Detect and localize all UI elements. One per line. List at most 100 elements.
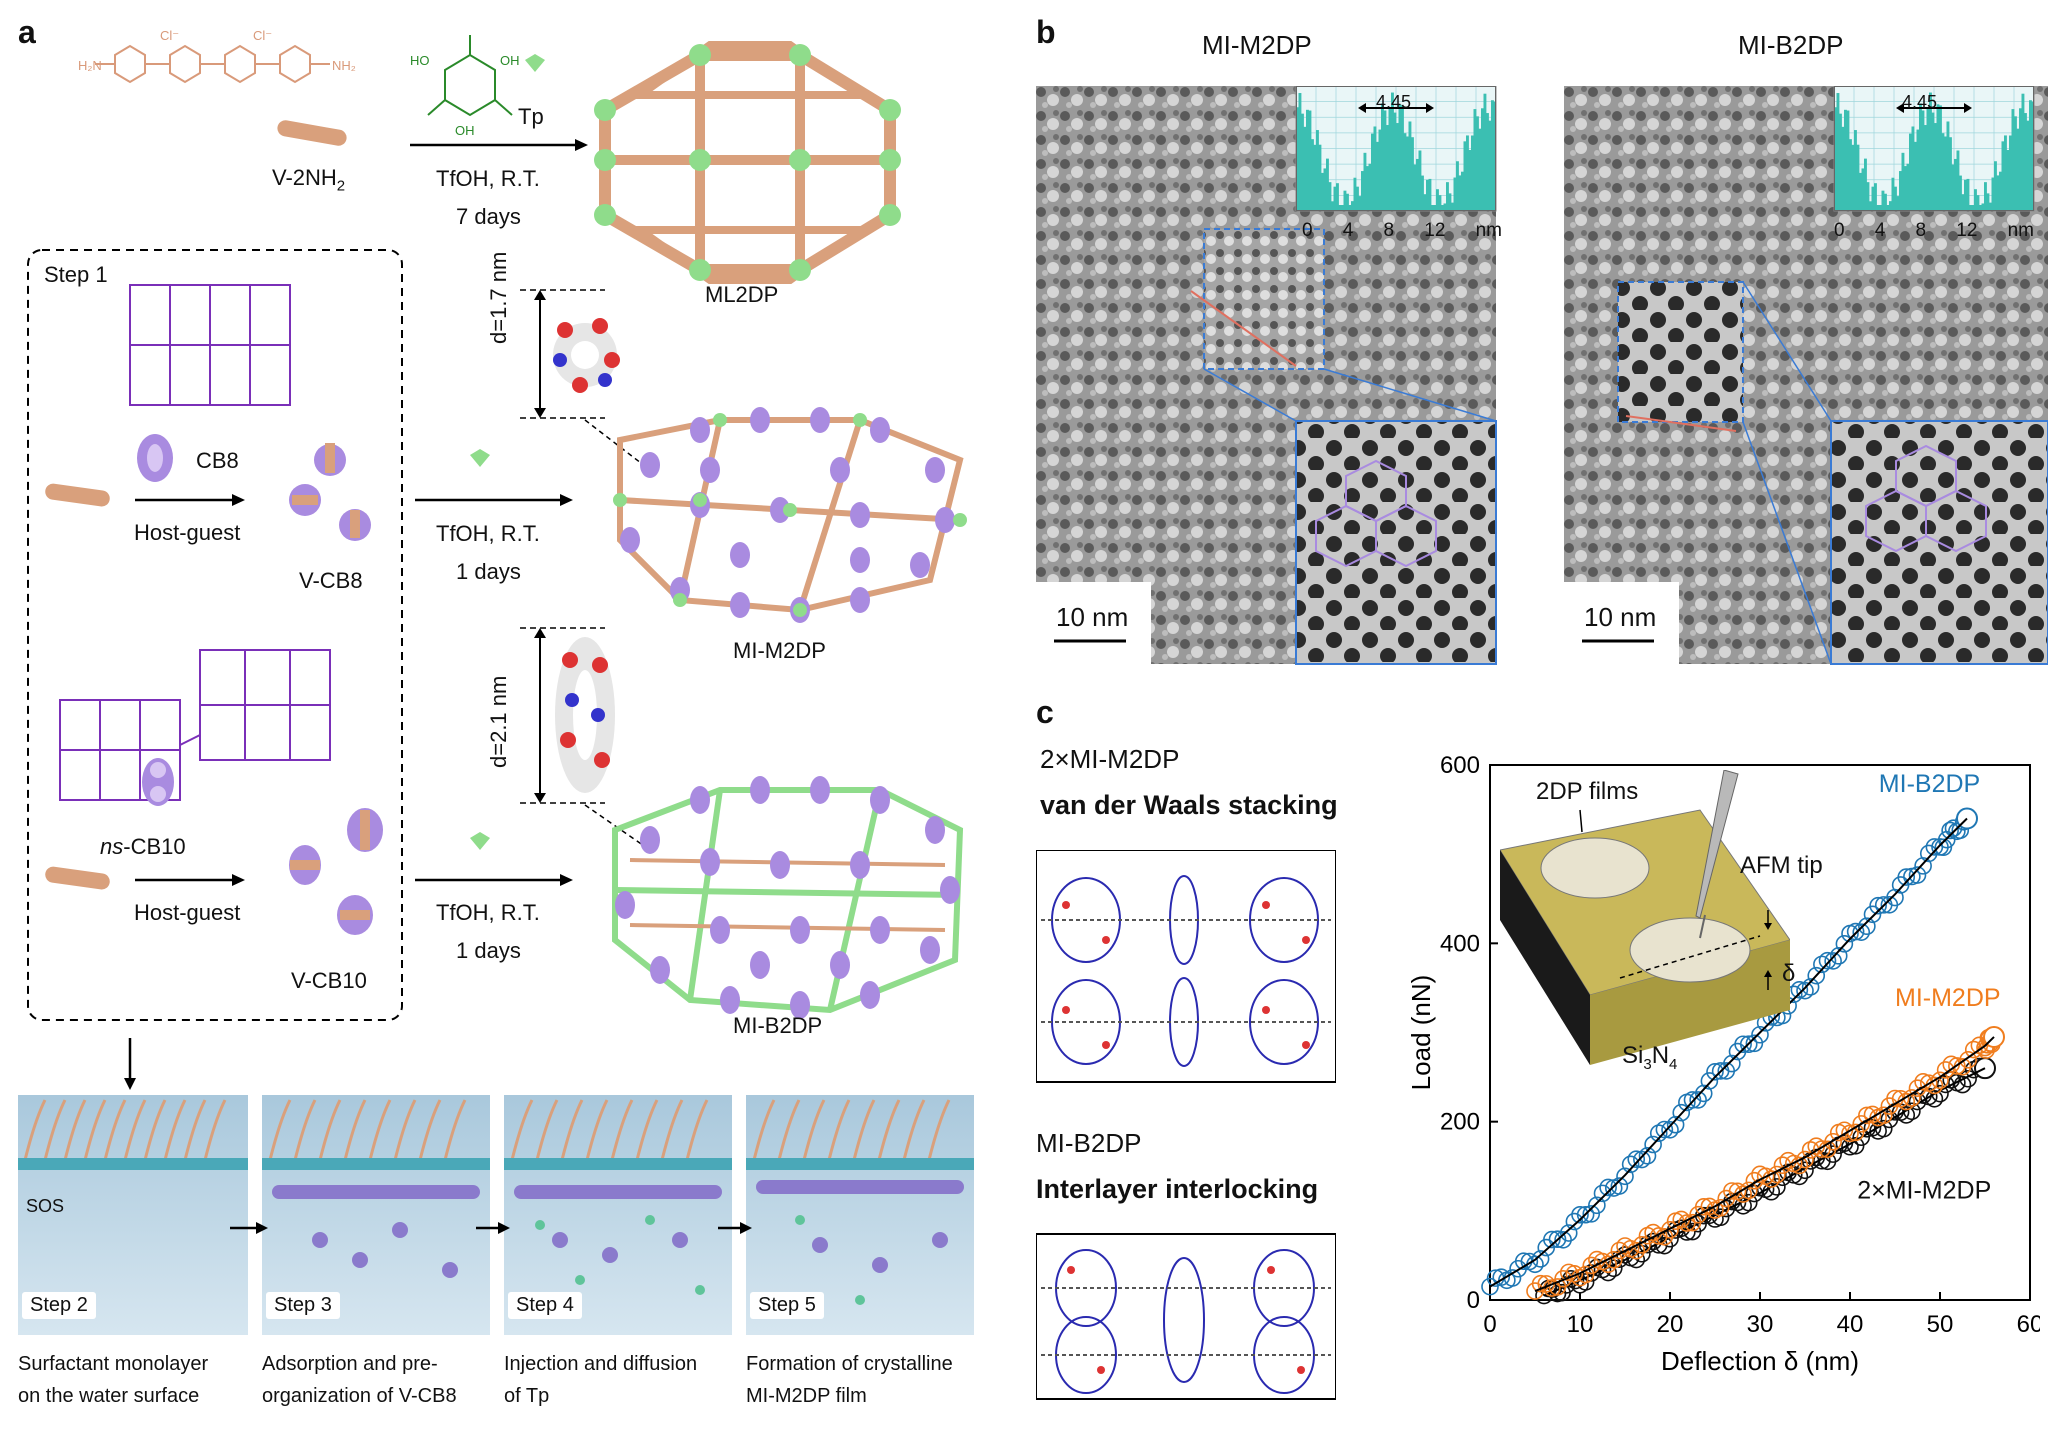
series-MI-M2DP	[1526, 1025, 2005, 1300]
profile-bar	[1331, 201, 1334, 211]
data-point	[1576, 1205, 1595, 1224]
profile-bar	[1371, 133, 1374, 211]
data-point	[1824, 1145, 1842, 1163]
step2-caption-line2: on the water surface	[18, 1385, 200, 1407]
profile-bar	[1999, 171, 2002, 211]
profile-bar	[1446, 182, 1449, 211]
profile-bar	[1971, 205, 1975, 211]
profile-bar	[1846, 110, 1850, 211]
profile-bar	[1996, 175, 2000, 211]
mi-b2dp-label: MI-B2DP	[733, 1013, 823, 1038]
y-tick-label: 200	[1440, 1109, 1480, 1136]
profile-tick: nm	[2007, 220, 2034, 241]
data-point	[1835, 935, 1854, 953]
cb8-spacefill	[553, 318, 620, 393]
x-tick-label: 40	[1837, 1311, 1864, 1338]
profile-bar	[1456, 161, 1459, 211]
profile-bar	[1383, 110, 1387, 211]
step1-label: Step 1	[44, 262, 108, 287]
data-point	[1481, 1277, 1499, 1296]
data-point	[1936, 1061, 1955, 1079]
panel-label-c: c	[1036, 694, 1054, 730]
profile-bar	[1386, 125, 1389, 211]
profile-bar	[1849, 139, 1852, 211]
data-point	[1908, 866, 1927, 884]
step3-caption-line2: organization of V-CB8	[262, 1385, 457, 1407]
data-point	[1644, 1135, 1662, 1154]
profile-bar	[1341, 205, 1344, 211]
fit-line	[1489, 817, 1968, 1288]
profile-bar	[1393, 112, 1397, 211]
data-point	[1897, 868, 1916, 886]
ns-cb10-label: ns-CB10	[100, 834, 186, 859]
v-cb10-label: V-CB10	[291, 968, 367, 993]
profile-bar	[1874, 183, 1877, 211]
profile-bar	[1388, 107, 1392, 211]
data-point	[1796, 981, 1814, 1000]
spacing-label-right: 4.45	[1902, 92, 1938, 112]
profile-bar	[1944, 136, 1947, 211]
profile-bar	[1426, 179, 1429, 211]
data-point	[1554, 1230, 1572, 1249]
profile-bar	[1841, 126, 1845, 211]
profile-bar	[1956, 150, 1960, 211]
profile-bar	[1951, 164, 1955, 211]
data-point	[1588, 1196, 1606, 1215]
profile-bar	[2031, 101, 2034, 211]
y-axis-label: Load (nN)	[1406, 975, 1436, 1091]
data-point	[1852, 1115, 1871, 1133]
days-label-2: 1 days	[456, 559, 521, 584]
profile-bar	[1411, 137, 1414, 211]
data-point	[1796, 1150, 1814, 1169]
step2-caption-line1: Surfactant monolayer	[18, 1353, 209, 1375]
profile-bar	[1421, 175, 1424, 211]
step2-badge: Step 2	[22, 1292, 96, 1319]
data-point	[1689, 1091, 1707, 1109]
profile-bar	[1926, 107, 1930, 211]
profile-bar	[1473, 109, 1477, 211]
data-point	[1610, 1177, 1629, 1195]
profile-bar	[2021, 93, 2025, 211]
profile-bar	[1401, 105, 1404, 211]
profile-bar	[2014, 116, 2017, 211]
data-point	[1739, 1035, 1758, 1054]
profile-bar	[1914, 141, 1917, 211]
inset-films-label: 2DP films	[1536, 778, 1639, 805]
data-point	[1700, 1197, 1719, 1216]
data-point	[1599, 1178, 1617, 1197]
data-point	[1661, 1221, 1679, 1239]
profile-tick: 12	[1424, 220, 1446, 241]
profile-bar	[1306, 109, 1309, 211]
profile-bar	[1976, 195, 1980, 211]
profile-bar	[1366, 166, 1369, 211]
profile-tick: 0	[1302, 220, 1313, 241]
profile-bar	[2004, 135, 2007, 211]
profile-bar	[1864, 158, 1867, 211]
svg-text:Cl⁻: Cl⁻	[160, 28, 179, 43]
data-point	[1818, 951, 1837, 970]
v-2nh2-label: V-2NH2	[272, 165, 346, 195]
sos-label: SOS	[26, 1196, 65, 1216]
profile-bar	[1986, 193, 1990, 211]
stack1-title: 2×MI-M2DP	[1040, 744, 1180, 774]
profile-bar	[1886, 205, 1890, 211]
profile-tick: 8	[1383, 220, 1395, 241]
profile-bar	[1303, 126, 1307, 211]
profile-bar	[1889, 201, 1892, 211]
condition-label-2: TfOH, R.T.	[436, 521, 540, 546]
profile-bar	[1406, 136, 1409, 211]
profile-bar	[1333, 186, 1337, 211]
profile-bar	[2029, 100, 2032, 211]
x-tick-label: 10	[1567, 1311, 1594, 1338]
data-point	[1863, 905, 1882, 924]
profile-bar	[1891, 177, 1895, 211]
profile-bar	[1453, 177, 1457, 211]
profile-tick: 4	[1342, 220, 1354, 241]
condition-label-1: TfOH, R.T.	[436, 166, 540, 191]
data-point	[1723, 1054, 1741, 1073]
b-left-title: MI-M2DP	[1202, 30, 1312, 60]
